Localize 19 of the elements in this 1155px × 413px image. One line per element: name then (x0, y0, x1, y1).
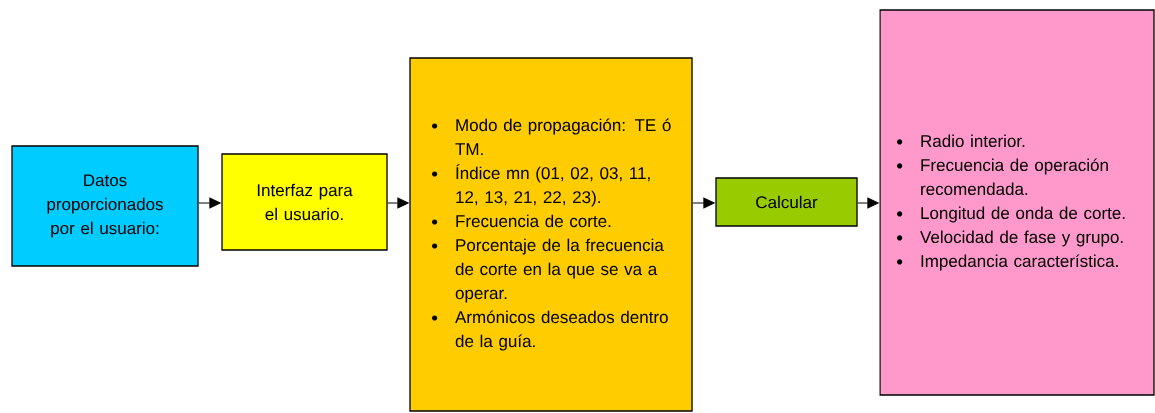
arrow (857, 197, 879, 209)
process-box: Datos proporcionados por el usuario: (11, 145, 199, 267)
process-box: Calcular (715, 177, 858, 227)
arrow (387, 197, 409, 209)
arrow (198, 197, 221, 209)
process-box: Interfaz para el usuario. (221, 153, 388, 251)
bullet-item: Radio interior. (897, 134, 1025, 148)
arrow (692, 197, 715, 209)
process-box (879, 9, 1155, 396)
bullet-item: Porcentaje de la frecuencia de corte en la que se va a operar. (432, 238, 664, 303)
bullet-item: Índice mn (01, 02, 03, 11, 12, 13, 21, 22, 23). (432, 164, 650, 207)
process-box (409, 57, 693, 412)
bullet-item: Armónicos deseados dentro de la guía. (432, 310, 668, 351)
bullet-item: Frecuencia de corte. (432, 214, 611, 228)
bullet-item: Frecuencia de operación recomendada. (897, 158, 1108, 196)
bullet-item: Velocidad de fase y grupo. (897, 230, 1123, 247)
bullet-item: Modo de propagación: TE ó TM. (432, 118, 671, 155)
bullet-item: Longitud de onda de corte. (897, 206, 1125, 223)
bullet-item: Impedancia característica. (897, 254, 1118, 271)
